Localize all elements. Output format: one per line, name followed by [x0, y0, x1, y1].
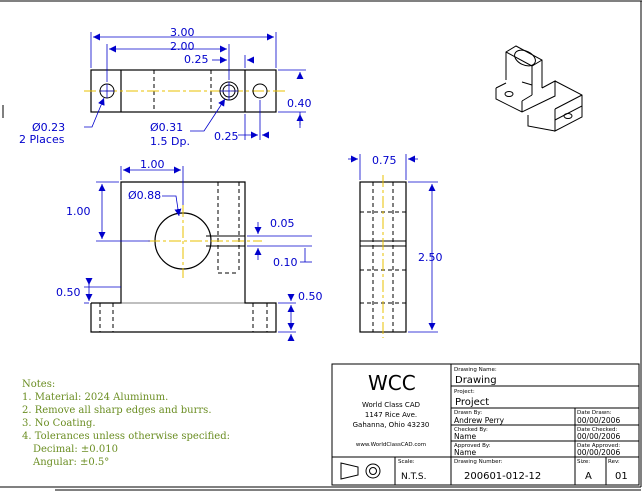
company-name: World Class CAD [362, 401, 420, 409]
dimension-labels: 3.00 2.00 0.25 0.40 0.25 Ø0.23 2 Places … [19, 26, 443, 303]
note-line: 1. Material: 2024 Aluminum. [22, 392, 168, 403]
dim-front-height-to-center: 1.00 [66, 205, 91, 218]
note-line: 4. Tolerances unless otherwise specified… [22, 431, 230, 442]
general-notes: Notes: 1. Material: 2024 Aluminum. 2. Re… [22, 379, 230, 468]
date-checked-value: 00/00/2006 [577, 432, 620, 441]
project-label: Project: [454, 389, 475, 395]
project-value: Project [455, 397, 489, 408]
scale-value: N.T.S. [401, 472, 426, 482]
dim-top-thickness: 0.40 [287, 97, 312, 110]
date-approved-label: Date Approved: [577, 443, 620, 449]
drawing-name-label: Drawing Name: [454, 367, 497, 373]
isometric-view [495, 45, 583, 132]
size-value: A [585, 471, 592, 482]
date-checked-label: Date Checked: [577, 427, 617, 433]
dim-overall-length: 3.00 [170, 26, 195, 39]
notes-heading: Notes: [22, 379, 55, 390]
dim-slot-offset: 0.10 [273, 256, 298, 269]
rev-label: Rev: [608, 459, 620, 465]
dim-bore-dia: Ø0.88 [128, 189, 161, 202]
note-line: Angular: ±0.5° [32, 457, 109, 468]
company-address-1: 1147 Rice Ave. [365, 411, 417, 419]
dim-slot-width: 0.05 [270, 217, 295, 230]
dim-base-height-left: 0.50 [56, 286, 81, 299]
note-line: 2. Remove all sharp edges and burrs. [22, 405, 212, 416]
dim-hole-offset: 0.25 [184, 53, 209, 66]
title-block [331, 363, 640, 486]
dim-cbore-depth: 1.5 Dp. [150, 135, 190, 148]
top-view-dimensions [84, 32, 306, 140]
date-approved-value: 00/00/2006 [577, 448, 620, 457]
dim-small-hole-dia: Ø0.23 [32, 121, 65, 134]
company-logo: WCC [368, 371, 416, 395]
dim-hole-spacing: 2.00 [170, 40, 195, 53]
side-view-dimensions [348, 154, 438, 333]
approved-by-label: Approved By: [454, 443, 491, 449]
dim-front-width-to-center: 1.00 [140, 158, 165, 171]
company-website: www.WorldClassCAD.com [356, 442, 426, 448]
drawn-by-label: Drawn By: [454, 410, 482, 416]
dim-bottom-offset: 0.25 [214, 130, 239, 143]
drawing-number-label: Drawing Number: [454, 459, 503, 465]
approved-by-value: Name [454, 448, 477, 457]
dim-small-hole-qty: 2 Places [19, 133, 65, 146]
scale-label: Scale: [398, 459, 415, 465]
drawing-name-value: Drawing [455, 375, 497, 386]
dim-base-height-right: 0.50 [298, 290, 323, 303]
dim-side-width: 0.75 [372, 154, 397, 167]
front-view-centerlines [148, 205, 262, 278]
checked-by-value: Name [454, 432, 477, 441]
drawn-by-value: Andrew Perry [454, 416, 505, 425]
checked-by-label: Checked By: [454, 427, 488, 433]
dim-cbore-dia: Ø0.31 [150, 121, 183, 134]
date-drawn-value: 00/00/2006 [577, 416, 620, 425]
size-label: Size: [577, 459, 590, 465]
title-block-text: WCC World Class CAD 1147 Rice Ave. Gahan… [353, 367, 628, 482]
front-view-dimensions [84, 166, 312, 341]
company-address-2: Gahanna, Ohio 43230 [353, 421, 430, 429]
date-drawn-label: Date Drawn: [577, 410, 612, 416]
rev-value: 01 [615, 471, 628, 482]
note-line: 3. No Coating. [22, 418, 96, 429]
drawing-number-value: 200601-012-12 [464, 471, 541, 482]
note-line: Decimal: ±0.010 [33, 444, 118, 455]
top-view [84, 69, 288, 113]
dim-overall-height: 2.50 [418, 251, 443, 264]
